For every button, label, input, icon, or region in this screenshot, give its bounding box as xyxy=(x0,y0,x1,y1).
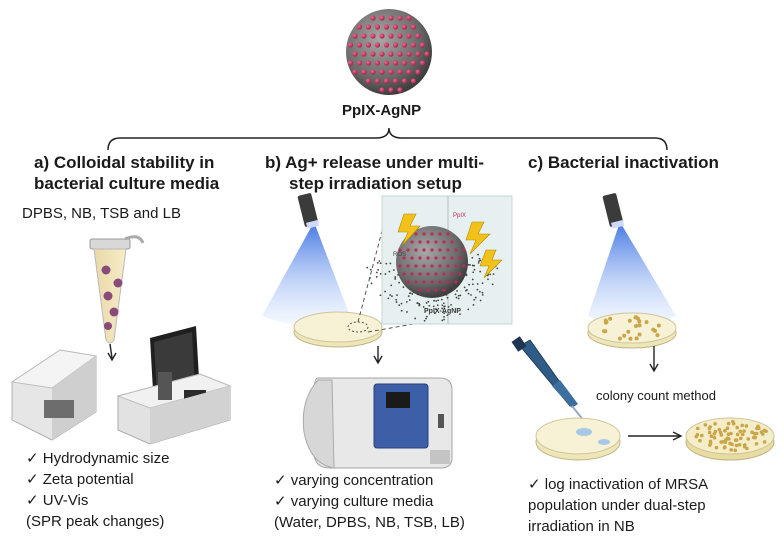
panel-a-title-line1: a) Colloidal stability in xyxy=(34,153,215,172)
pipette-icon xyxy=(511,336,586,423)
list-item: ✓ varying culture media xyxy=(274,493,434,510)
list-item: ✓ log inactivation of MRSA xyxy=(528,476,709,493)
petri-dish-plated-icon xyxy=(535,417,621,461)
inset-label-ros: ROS xyxy=(393,252,407,258)
light-source-c-icon xyxy=(588,193,676,326)
list-item: ✓ Hydrodynamic size xyxy=(26,450,170,467)
panel-c-note-line2: irradiation in NB xyxy=(528,518,635,535)
list-item: ✓ Zeta potential xyxy=(26,471,134,488)
incubator-icon xyxy=(302,377,453,469)
zeta-analyzer-icon xyxy=(116,326,232,445)
panel-b-title-line1: b) Ag+ release under multi- xyxy=(265,153,484,172)
panel-c-note-line1: population under dual-step xyxy=(528,497,706,514)
petri-dish-colonies-icon xyxy=(685,417,775,461)
branch-bracket xyxy=(107,127,668,151)
panel-c-title: c) Bacterial inactivation xyxy=(528,153,719,172)
spectrometer-icon xyxy=(10,349,98,441)
petri-dish-c-icon xyxy=(587,312,677,349)
inset-label-particle: PpIX-AgNP xyxy=(424,308,461,315)
panel-a-note: (SPR peak changes) xyxy=(26,513,165,530)
petri-dish-icon xyxy=(293,311,383,348)
panel-b-checklist: ✓ varying concentration ✓ varying cultur… xyxy=(274,470,465,533)
ag-release-inset xyxy=(366,195,513,325)
nanoparticle-icon xyxy=(346,9,432,95)
panel-c-method: colony count method xyxy=(596,388,716,403)
panel-b-note: (Water, DPBS, NB, TSB, LB) xyxy=(274,514,465,531)
panel-a-checklist: ✓ Hydrodynamic size ✓ Zeta potential ✓ U… xyxy=(26,448,169,532)
panel-b-title-line2: step irradiation setup xyxy=(289,174,462,193)
microtube-icon xyxy=(89,235,145,344)
inset-label-ppix: PpIX xyxy=(453,213,467,219)
nanoparticle-label: PpIX-AgNP xyxy=(342,102,422,119)
panel-a-title-line2: bacterial culture media xyxy=(34,174,220,193)
list-item: ✓ varying concentration xyxy=(274,472,434,489)
panel-c-checklist: ✓ log inactivation of MRSA population un… xyxy=(528,474,708,537)
panel-a-media: DPBS, NB, TSB and LB xyxy=(22,205,181,222)
list-item: ✓ UV-Vis xyxy=(26,492,89,509)
light-source-icon xyxy=(262,193,350,325)
